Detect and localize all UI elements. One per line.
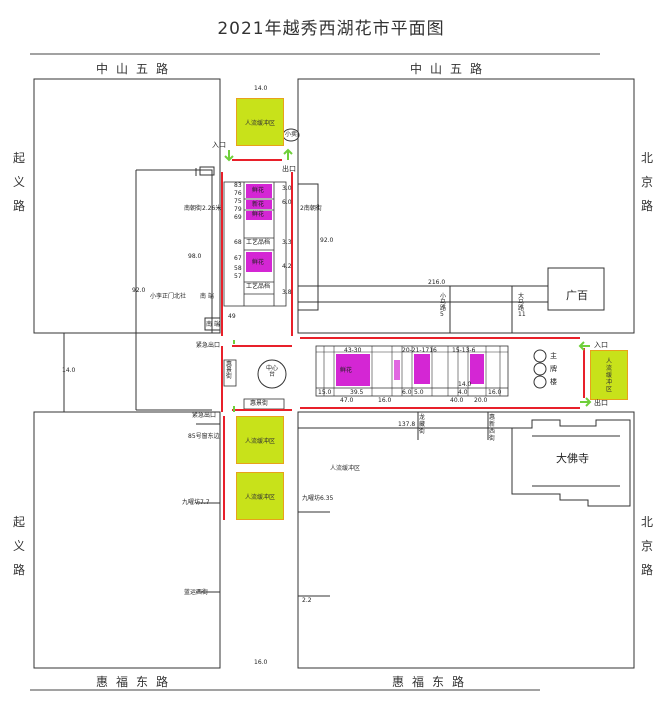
guangbai-label: 广百 xyxy=(566,289,588,302)
dimension-label: 14.0 xyxy=(62,367,76,374)
street-label-xiaoma: 小马路5 xyxy=(440,293,447,318)
stall-range: 43-30 xyxy=(344,347,362,354)
dimension-label: 3.3 xyxy=(282,239,292,246)
dimension-label: 49 xyxy=(228,313,236,320)
buffer-zone-label: 人流缓冲区 xyxy=(244,493,275,501)
center-stage-label: 中心台 xyxy=(265,365,278,378)
flower-label: 鲜花 xyxy=(252,211,265,218)
flower-label: 鲜花 xyxy=(340,367,353,374)
dimension-label: 137.8 xyxy=(398,421,416,428)
buffer-zone-right: 人流缓冲区 xyxy=(590,350,628,400)
dimension-label: 16.0 xyxy=(254,659,268,666)
street-label-jiuyao-left: 九曜坊7.7 xyxy=(182,499,210,506)
dimension-label: 92.0 xyxy=(320,237,334,244)
stall-number: 58 xyxy=(234,265,242,272)
dimension-label: 20.0 xyxy=(474,397,488,404)
dimension-label: 6.0 xyxy=(282,199,292,206)
flower-label: 鲜花 xyxy=(252,259,265,266)
craft-label: 工艺品档 xyxy=(246,239,271,246)
dimension-label: 14.0 xyxy=(458,381,472,388)
dimension-label: 15.0 xyxy=(318,389,332,396)
dimension-label: 16.0 xyxy=(378,397,392,404)
buffer-zone-label-text: 人流缓冲区 xyxy=(330,465,361,472)
dimension-label: 3.0 xyxy=(282,185,292,192)
street-label-huijing2: 惠景街 xyxy=(250,400,269,407)
exit-label-top: 出口 xyxy=(282,165,296,173)
dafosi-label: 大佛寺 xyxy=(556,452,589,465)
stall-number: 75 xyxy=(234,198,242,205)
dimension-label: 4.2 xyxy=(282,263,292,270)
street-label-nanguan2: 南 端 xyxy=(206,321,220,328)
stall-number: 68 xyxy=(234,239,242,246)
flower-label: 鲜花 xyxy=(252,187,265,194)
emergency-exit-label: 紧急出口 xyxy=(192,412,217,419)
street-label-nanchao2: 2南朝街 xyxy=(300,205,322,212)
buffer-zone-mid: 人流缓冲区 xyxy=(236,416,284,464)
stall-range: 20-21-1716 xyxy=(402,347,437,354)
dimension-label: 98.0 xyxy=(188,253,202,260)
dimension-label: 5.0 xyxy=(414,389,424,396)
exit-label-right: 出口 xyxy=(594,399,608,407)
main-stage-label: 主牌楼 xyxy=(550,352,557,386)
street-label-longcang: 龙藏街 xyxy=(418,414,425,435)
road-huifu-right: 惠福东路 xyxy=(392,675,473,689)
flower-label: 新花 xyxy=(252,201,265,208)
dimension-label: 92.0 xyxy=(132,287,146,294)
street-label-nanchao: 南朝街2.26米 xyxy=(184,205,222,212)
stall-number: 79 xyxy=(234,206,242,213)
dimension-label: 6.0 xyxy=(402,389,412,396)
dimension-label: 47.0 xyxy=(340,397,354,404)
stall-number: 57 xyxy=(234,273,242,280)
road-qiyi-upper: 起义路 xyxy=(12,151,25,213)
road-beijing-lower: 北京路 xyxy=(640,515,653,577)
dimension-label: 40.0 xyxy=(450,397,464,404)
entrance-label-top: 入口 xyxy=(212,141,226,149)
small-shop-label: 小卖 xyxy=(285,131,298,138)
street-label-dama: 大马路11 xyxy=(518,293,526,318)
entrance-label-right: 入口 xyxy=(594,341,608,349)
street-label-85: 85号窗东边 xyxy=(188,433,220,440)
street-label-22: 2.2 xyxy=(302,597,312,604)
stall-number: 76 xyxy=(234,190,242,197)
road-huifu-left: 惠福东路 xyxy=(96,675,177,689)
street-label-yunshan: 蓝运西街 xyxy=(184,589,209,596)
buffer-zone-label: 人流缓冲区 xyxy=(244,119,275,127)
buffer-zone-top: 人流缓冲区 xyxy=(236,98,284,146)
road-beijing-upper: 北京路 xyxy=(640,151,653,213)
buffer-zone-label: 人流缓冲区 xyxy=(605,357,612,393)
buffer-zone-low: 人流缓冲区 xyxy=(236,472,284,520)
emergency-exit-label: 紧急出口 xyxy=(196,342,221,349)
road-qiyi-lower: 起义路 xyxy=(12,515,25,577)
road-zhongshan-right: 中山五路 xyxy=(410,62,491,76)
buffer-zone-label: 人流缓冲区 xyxy=(244,437,275,445)
street-label-huixin: 惠新西街 xyxy=(488,414,495,442)
street-label-jiuyao-right: 九曜坊6.35 xyxy=(302,495,334,502)
street-label-nanguan: 南 端 xyxy=(200,293,214,300)
street-label-huijing: 惠景街 xyxy=(226,361,233,380)
dimension-label: 216.0 xyxy=(428,279,446,286)
stall-number: 83 xyxy=(234,182,242,189)
street-label-xiaoyijie: 小孪正门北社 xyxy=(150,293,187,300)
dimension-label: 4.0 xyxy=(458,389,468,396)
page-title: 2021年越秀西湖花市平面图 xyxy=(217,19,445,39)
dimension-label: 14.0 xyxy=(254,85,268,92)
craft-label: 工艺品档 xyxy=(246,283,271,290)
road-zhongshan-left: 中山五路 xyxy=(96,62,177,76)
stall-number: 67 xyxy=(234,255,242,262)
dimension-label: 16.0 xyxy=(488,389,502,396)
stall-number: 69 xyxy=(234,214,242,221)
dimension-label: 39.5 xyxy=(350,389,364,396)
stall-range: 15-13-6 xyxy=(452,347,476,354)
dimension-label: 3.8 xyxy=(282,289,292,296)
